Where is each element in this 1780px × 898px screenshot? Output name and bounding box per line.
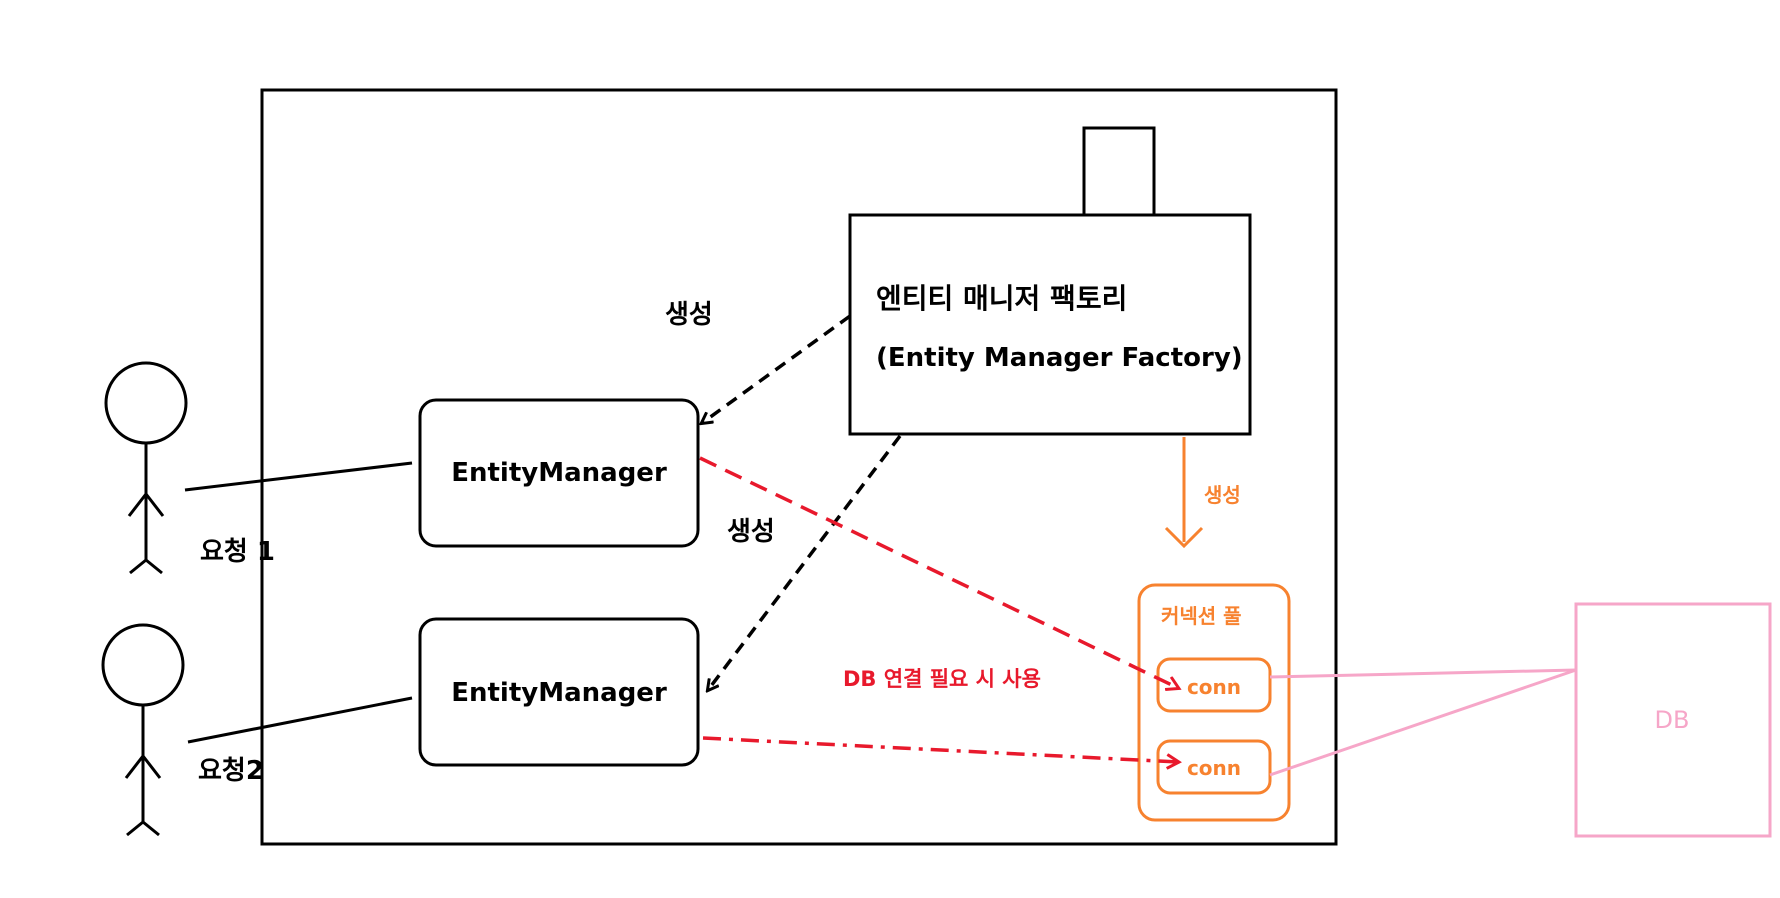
connection-1 (1156, 657, 1272, 713)
user-figure-2 (101, 623, 185, 837)
entity-manager-1: EntityManager (418, 398, 700, 548)
database-label: DB (1655, 706, 1690, 734)
pool-create-label: 생성 (1204, 483, 1241, 507)
connection-2-label: conn (1187, 756, 1241, 780)
connection-1-label: conn (1187, 675, 1241, 699)
request-label-2: 요청2 (198, 756, 264, 786)
factory-title: 엔티티 매니저 팩토리 (876, 282, 1127, 315)
create-arrow-1 (702, 314, 852, 423)
factory-subtitle: (Entity Manager Factory) (876, 343, 1243, 373)
container-box (260, 88, 1338, 846)
user-figure-1 (104, 361, 188, 575)
create-label-bottom: 생성 (727, 517, 775, 547)
db-link-1 (1269, 668, 1577, 679)
connection-pool-title: 커넥션 풀 (1161, 604, 1242, 628)
request-line-2 (187, 696, 413, 744)
db-link-2 (1269, 668, 1577, 777)
pool-create-arrowhead (1164, 526, 1204, 549)
request-label-1: 요청 1 (200, 537, 275, 567)
entity-manager-2-label: EntityManager (451, 678, 667, 708)
entity-manager-1-label: EntityManager (451, 458, 667, 488)
connection-2 (1156, 739, 1272, 795)
database: DB (1574, 602, 1772, 838)
create-arrow-2 (708, 434, 902, 690)
request-line-1 (184, 461, 413, 492)
db-usage-arrow-2 (702, 736, 1178, 762)
db-usage-arrow-1 (699, 456, 1178, 688)
create-label-top: 생성 (665, 300, 713, 330)
db-usage-label: DB 연결 필요 시 사용 (843, 667, 1041, 691)
entity-manager-2: EntityManager (418, 617, 700, 767)
factory-chimney (1082, 126, 1156, 218)
connection-pool: 커넥션 풀 conn conn (1137, 583, 1291, 822)
entity-manager-factory: 엔티티 매니저 팩토리 (Entity Manager Factory) (848, 213, 1252, 436)
